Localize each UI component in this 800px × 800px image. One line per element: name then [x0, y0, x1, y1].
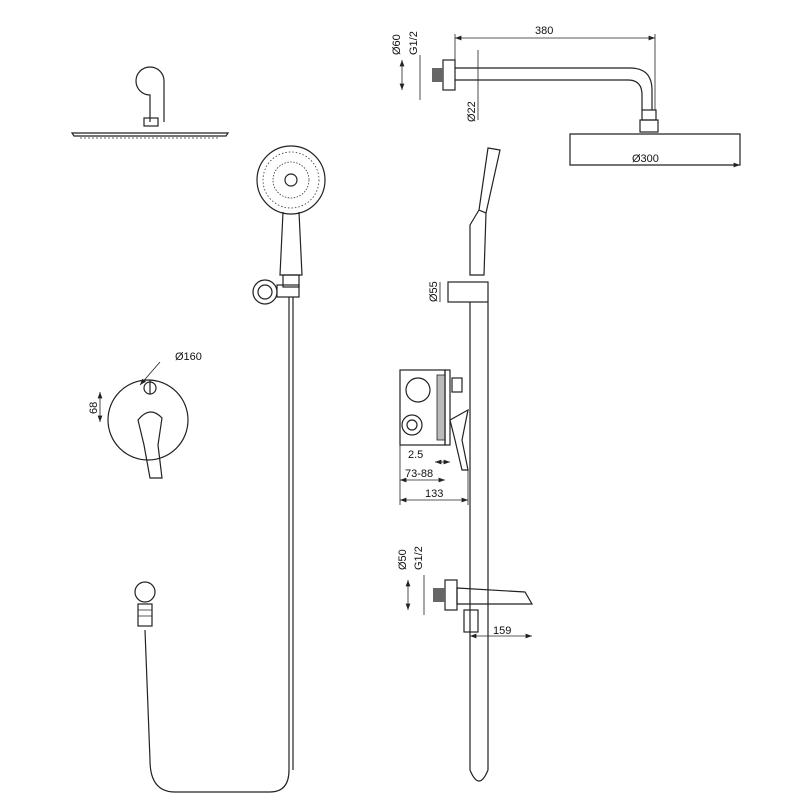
dim-mixer-height: 68 [88, 402, 100, 414]
dim-install-depth: 73-88 [405, 468, 433, 480]
dim-mixer-plate-diameter: Ø160 [175, 351, 202, 363]
dim-head-diameter: Ø300 [632, 153, 659, 165]
dim-spout-length: 159 [493, 625, 511, 637]
dim-spout-thread: G1/2 [413, 546, 425, 570]
dim-arm-length: 380 [535, 25, 553, 37]
hand-shower-front-view [134, 145, 326, 793]
dim-spout-plate-diameter: Ø50 [397, 549, 409, 570]
dim-holder-diameter: Ø55 [428, 281, 440, 302]
dimension-lines [97, 34, 740, 639]
mixer-side-view [399, 369, 469, 471]
dim-plate-thickness: 2.5 [408, 449, 423, 461]
hand-shower-side-view [447, 147, 501, 782]
spout-side-view [433, 579, 534, 633]
mixer-front-view [107, 379, 189, 479]
dim-total-depth: 133 [425, 488, 443, 500]
dim-wall-plate-diameter: Ø60 [391, 34, 403, 55]
rain-shower-front-view [70, 66, 230, 139]
dim-wall-thread: G1/2 [408, 31, 420, 55]
dim-arm-diameter: Ø22 [466, 101, 478, 122]
